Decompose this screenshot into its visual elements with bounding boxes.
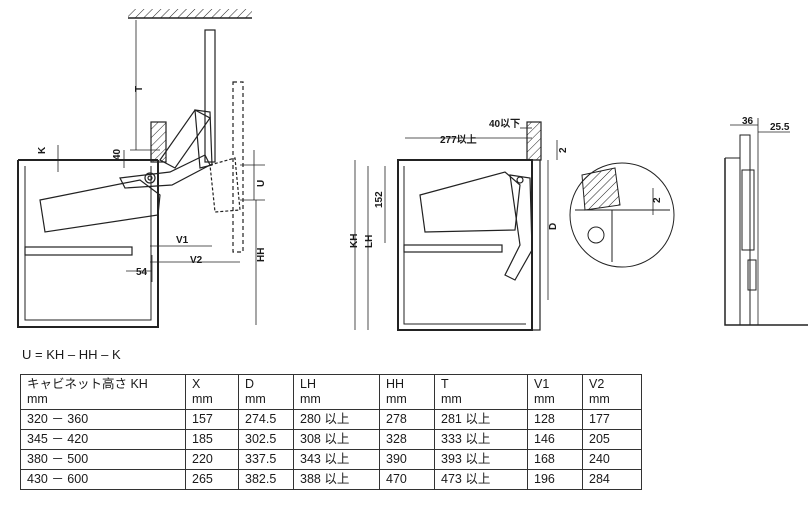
cell: 343 以上 [293,449,380,470]
cell: 320 － 360 [20,409,186,430]
cell: 430 － 600 [20,469,186,490]
cell: 337.5 [238,449,294,470]
label-LH: LH [364,235,375,248]
cell: 240 [582,449,642,470]
cell: 157 [185,409,239,430]
table-row: 345 － 420 185 302.5 308 以上 328 333 以上 14… [20,429,642,450]
left-view [17,9,265,328]
detail-view [569,162,675,268]
cell: 388 以上 [293,469,380,490]
label-U: U [256,180,267,187]
label-KH: KH [349,234,360,248]
table-row: 380 － 500 220 337.5 343 以上 390 393 以上 16… [20,449,642,470]
label-40ika: 40以下 [489,118,520,130]
label-HH: HH [256,248,267,262]
right-view [724,118,808,326]
cell: 128 [527,409,583,430]
label-V2: V2 [190,255,203,266]
cell: 393 以上 [434,449,528,470]
cell: 168 [527,449,583,470]
cell: 308 以上 [293,429,380,450]
cell: 196 [527,469,583,490]
formula-text: U = KH – HH – K [22,347,121,362]
label-152: 152 [374,191,385,208]
label-D: D [548,223,559,230]
cell: 177 [582,409,642,430]
label-54: 54 [136,267,148,278]
label-25-5: 25.5 [770,122,790,133]
cell: 278 [379,409,435,430]
cell: 333 以上 [434,429,528,450]
cell: 328 [379,429,435,450]
middle-view [354,121,558,331]
label-2a: 2 [558,147,569,153]
technical-drawing: T K 40 U V1 V2 54 HH 40以下 277以上 2 152 KH… [17,9,808,331]
cell: 281 以上 [434,409,528,430]
cell: 345 － 420 [20,429,186,450]
cell: 265 [185,469,239,490]
cell: 470 [379,469,435,490]
label-36: 36 [742,116,754,127]
cell: 380 － 500 [20,449,186,470]
label-K: K [37,146,48,154]
cell: 473 以上 [434,469,528,490]
cell: 205 [582,429,642,450]
cell: 146 [527,429,583,450]
cell: 274.5 [238,409,294,430]
cell: 382.5 [238,469,294,490]
label-277ika: 277以上 [440,133,477,146]
cell: 390 [379,449,435,470]
cell: 284 [582,469,642,490]
cell: 220 [185,449,239,470]
label-40: 40 [112,148,123,160]
table-row: 320 － 360 157 274.5 280 以上 278 281 以上 12… [20,409,642,430]
cell: 185 [185,429,239,450]
cell: 302.5 [238,429,294,450]
label-2b: 2 [652,197,663,203]
table-row: 430 － 600 265 382.5 388 以上 470 473 以上 19… [20,469,642,490]
cell: 280 以上 [293,409,380,430]
label-T: T [134,86,145,92]
label-V1: V1 [176,235,189,246]
